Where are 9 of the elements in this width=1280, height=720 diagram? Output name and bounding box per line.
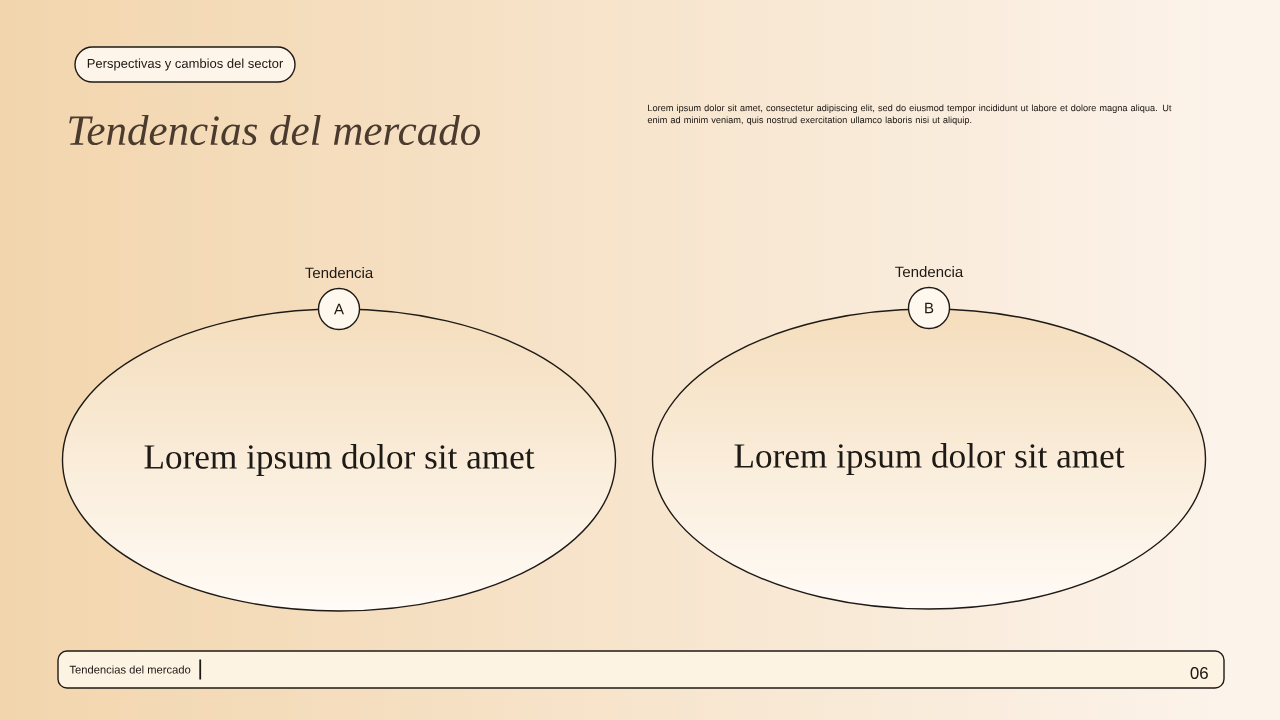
page-number: 06 xyxy=(1190,667,1208,679)
section-tag: Perspectivas y cambios del sector xyxy=(74,46,296,83)
letter-badge: B xyxy=(907,286,951,330)
badge-heading: Tendencia xyxy=(305,267,374,279)
slide-title: Tendencias del mercado xyxy=(69,114,480,146)
letter-badge: A xyxy=(317,287,361,331)
badge-heading: Tendencia xyxy=(895,266,964,278)
footer-title: Tendencias del mercado xyxy=(69,665,191,674)
body-text: Lorem ipsum dolor sit amet, consectetur adipiscing elit, sed do eiusmod tempor incididunt ut labore et dolore magna aliqua. Ut enim ad minim veniam, quis nostrud exercitation ullamco laboris nisi ut aliquip. xyxy=(647,104,1172,125)
